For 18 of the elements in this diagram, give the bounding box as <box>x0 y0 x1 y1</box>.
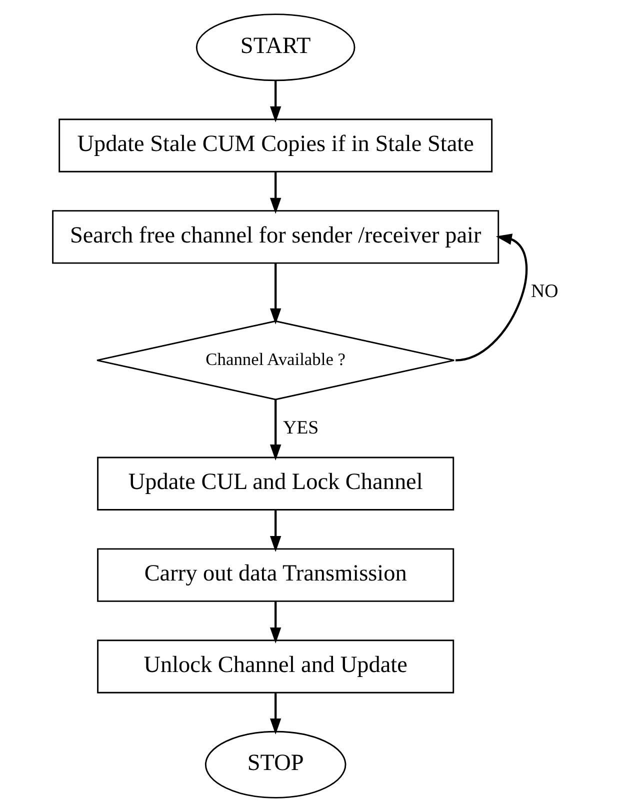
node-box: Carry out data Transmission <box>97 548 454 602</box>
node-box: Unlock Channel and Update <box>97 640 454 694</box>
arrow <box>270 510 282 552</box>
arrow <box>270 602 282 644</box>
edge-label: NO <box>530 281 558 302</box>
edge-label: YES <box>282 417 319 438</box>
arrow <box>270 263 282 324</box>
arrow <box>455 234 528 362</box>
arrow <box>270 693 282 734</box>
arrow <box>270 80 282 122</box>
node-ellipse: STOP <box>204 730 346 798</box>
node-diamond: Channel Available ? <box>96 320 455 400</box>
arrow <box>270 172 282 214</box>
node-box: Search free channel for sender /receiver pair <box>52 210 500 264</box>
arrow <box>270 400 282 461</box>
node-box: Update CUL and Lock Channel <box>97 456 454 510</box>
node-box: Update Stale CUM Copies if in Stale State <box>58 118 493 172</box>
node-ellipse: START <box>196 14 356 82</box>
